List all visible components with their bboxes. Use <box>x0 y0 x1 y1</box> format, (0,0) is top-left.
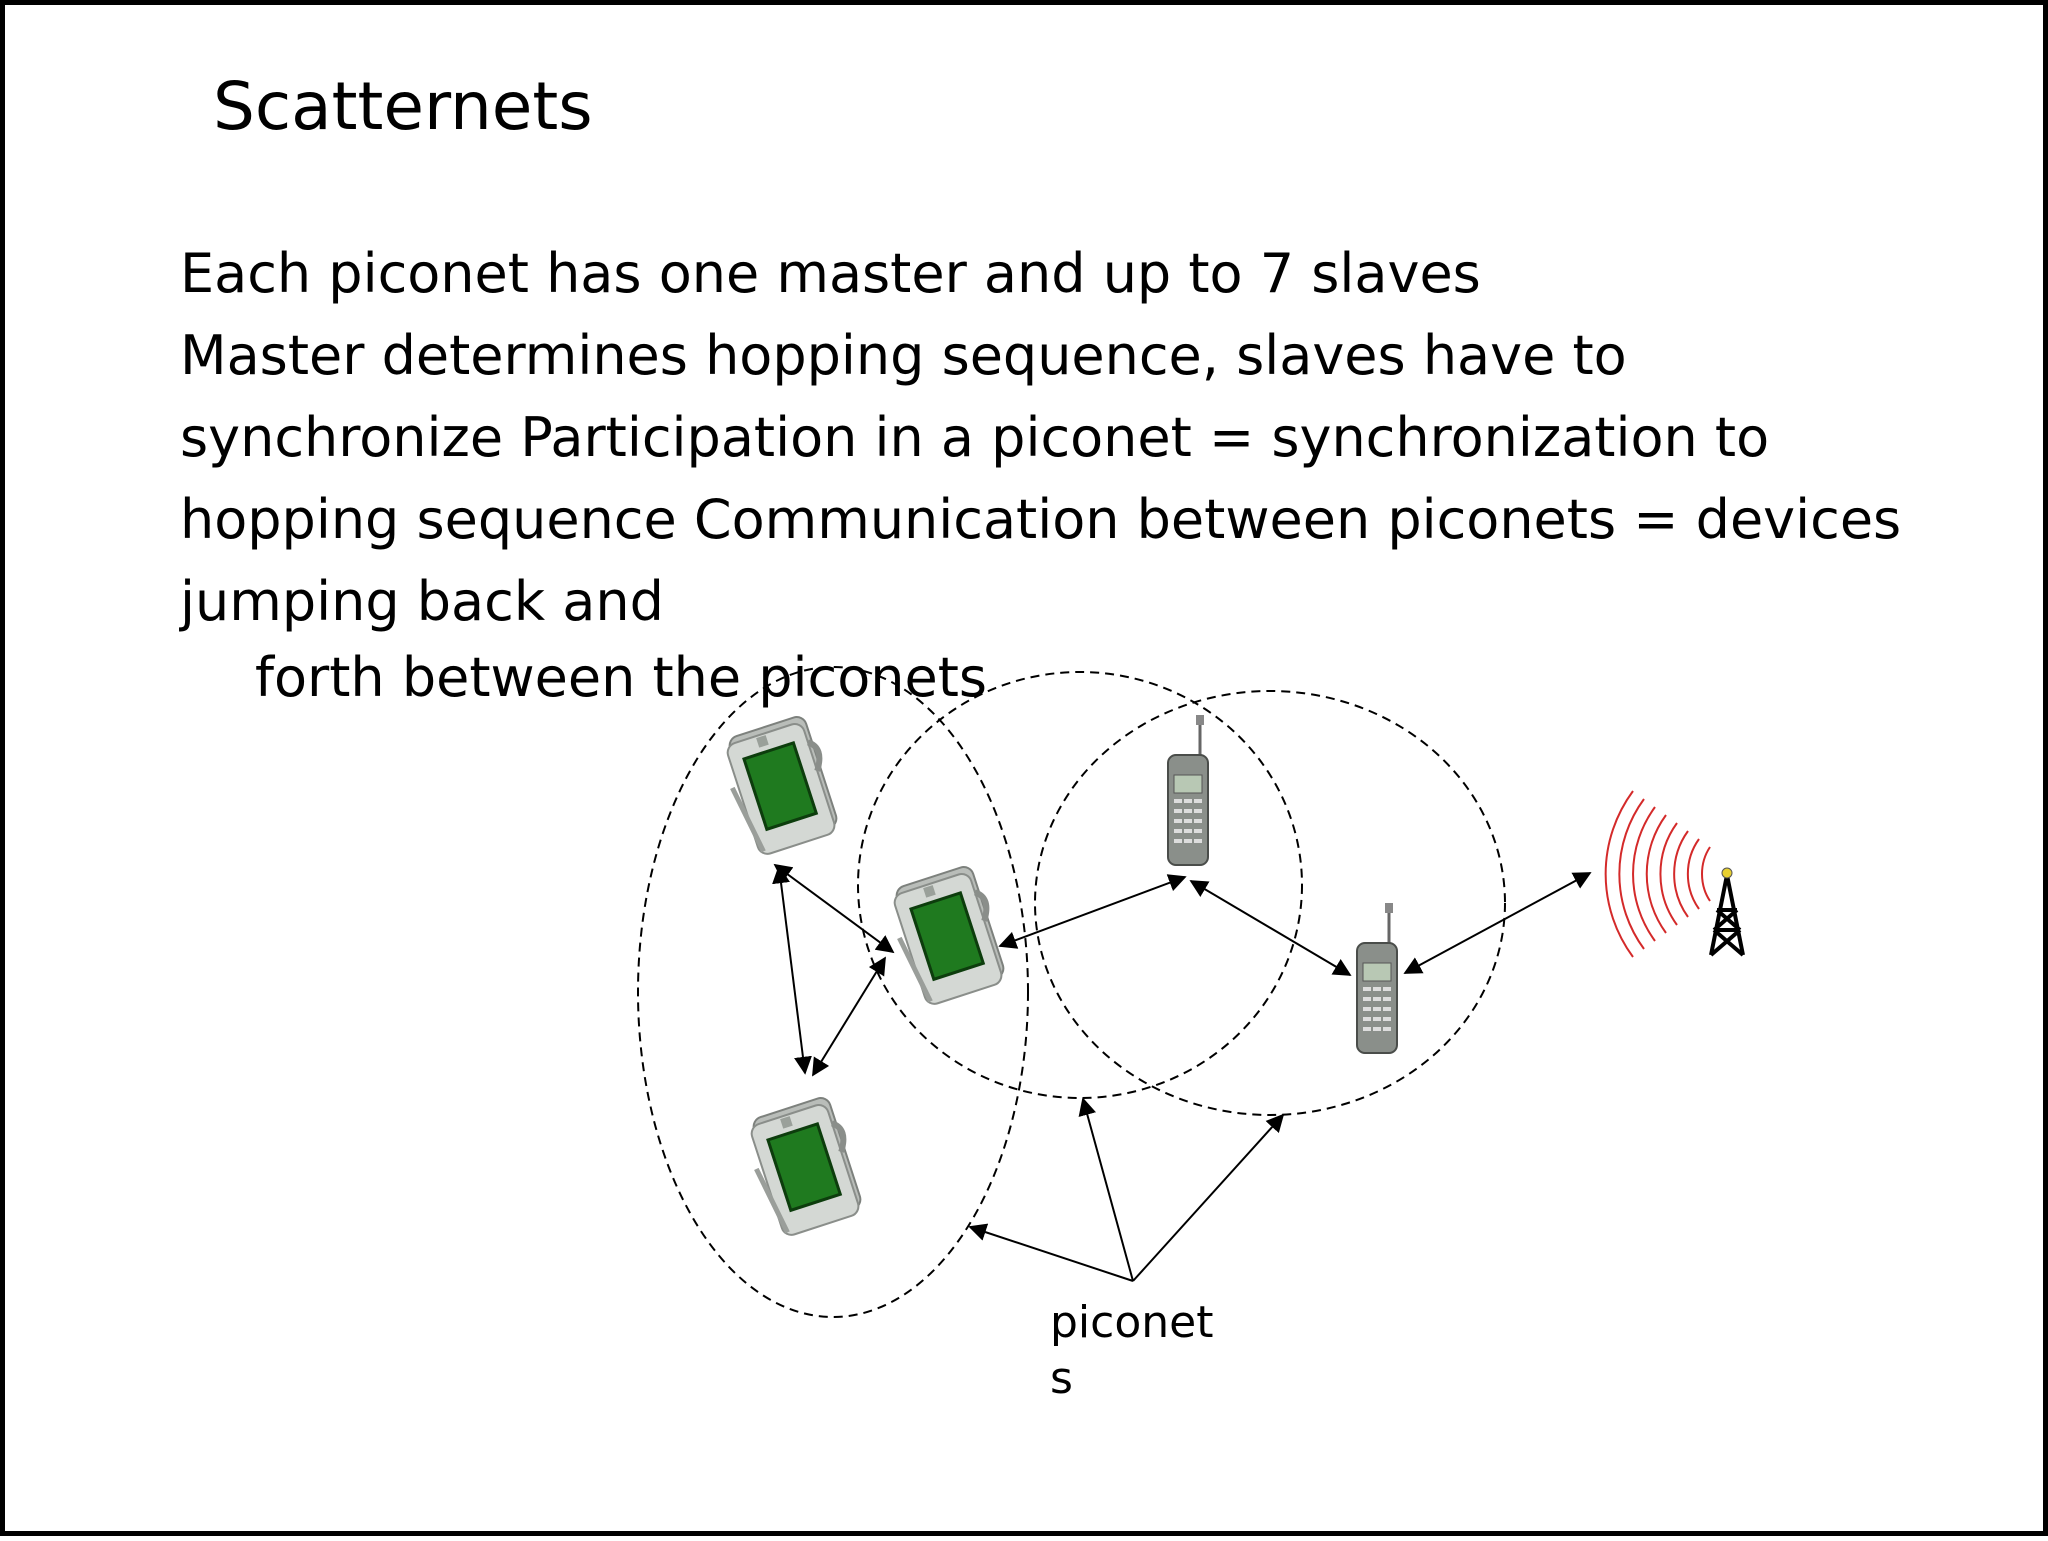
link-pda-top-pda-bottom <box>772 865 812 1075</box>
body-line-3: synchronize Participation in a piconet =… <box>180 406 1770 469</box>
piconets-label: piconets <box>1050 1297 1214 1404</box>
slide-title: Scatternets <box>213 68 593 145</box>
pda-icon <box>742 1095 868 1240</box>
scatternet-diagram <box>637 666 1745 1318</box>
link-phone-right-tower <box>1403 872 1592 974</box>
body-line-2: Master determines hopping sequence, slav… <box>180 324 1627 387</box>
pda-icon <box>718 714 844 859</box>
link-phone-center-phone-right <box>1189 880 1352 976</box>
mobile-phone-icon <box>1166 713 1210 867</box>
piconet-right <box>1034 690 1506 1116</box>
body-line-5: jumping back and <box>180 570 664 633</box>
link-pda-top-pda-middle <box>773 863 895 954</box>
slide-body: Each piconet has one master and up to 7 … <box>180 233 1902 713</box>
link-pda-middle-phone-center <box>998 874 1187 949</box>
piconet-left <box>637 666 1029 1318</box>
link-pda-bottom-pda-middle <box>812 956 886 1077</box>
mobile-phone-icon <box>1355 901 1399 1055</box>
pointer-piconet-left <box>968 1223 1134 1282</box>
body-line-1: Each piconet has one master and up to 7 … <box>180 242 1481 305</box>
pda-icon <box>885 864 1011 1009</box>
body-line-6: forth between the piconets <box>255 646 988 709</box>
pointer-piconet-middle <box>1078 1097 1134 1282</box>
pointer-piconet-right <box>1132 1113 1285 1282</box>
radio-tower-icon <box>1604 790 1745 958</box>
body-line-4: hopping sequence Communication between p… <box>180 488 1902 551</box>
